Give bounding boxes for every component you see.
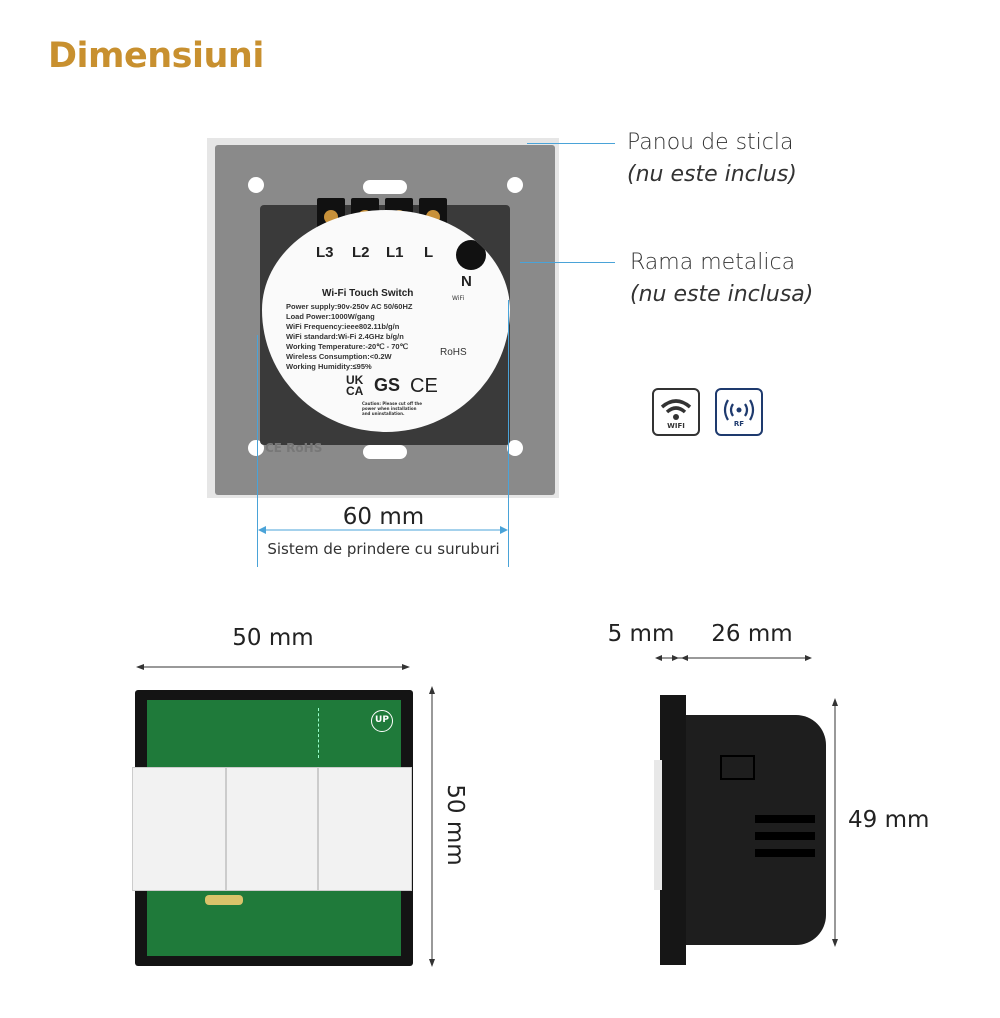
metal-frame-note: (nu este inclusa): [630, 282, 814, 307]
front-width-label: 50 mm: [232, 625, 314, 651]
caution-text: Caution: Please cut off the power when i…: [362, 401, 422, 416]
neutral-label: N: [461, 273, 472, 290]
wifi-badge: WIFI: [652, 388, 700, 436]
spec-line: Load Power:1000W/gang: [286, 312, 375, 321]
tape-strip: [226, 767, 318, 891]
ce-mark: CE: [410, 375, 438, 397]
screw-note: Sistem de prindere cu suruburi: [267, 540, 500, 558]
pcb-up-marking: UP: [371, 710, 393, 732]
spec-line: Power supply:90v-250v AC 50/60HZ: [286, 302, 413, 311]
tape-strip: [318, 767, 412, 891]
module-label: L3 L2 L1 L N Wi-Fi Touch Switch Power su…: [262, 210, 510, 432]
wifi-mark: WiFi: [452, 295, 465, 302]
frame-marks: CE RoHS: [265, 441, 323, 455]
spec-line: Wireless Consumption:<0.2W: [286, 352, 392, 361]
page-title: Dimensiuni: [48, 36, 264, 76]
tape-strip: [132, 767, 226, 891]
spec-line: Working Humidity:≤95%: [286, 362, 372, 371]
wifi-icon: [660, 399, 692, 420]
side-height-arrow: [832, 698, 838, 947]
rohs-mark: RoHS: [440, 347, 467, 358]
rf-badge: RF: [715, 388, 763, 436]
side-body: [686, 715, 826, 945]
front-depth-label: 5 mm: [607, 621, 675, 647]
side-module: [660, 695, 686, 965]
glass-panel-label: Panou de sticla: [627, 130, 794, 155]
screw-spacing-label: 60 mm: [342, 504, 425, 530]
front-height-arrow: [429, 686, 435, 967]
gs-mark: GS: [374, 375, 401, 395]
depth-arrows: [655, 655, 812, 661]
spec-line: Working Temperature:-20℃ - 70℃: [286, 342, 409, 351]
screw-hole: [507, 440, 523, 456]
terminal-label: L1: [386, 244, 404, 261]
screw-hole: [248, 440, 264, 456]
terminal-label: L2: [352, 244, 370, 261]
spec-line: WiFi standard:Wi-Fi 2.4GHz b/g/n: [286, 332, 404, 341]
product-name: Wi-Fi Touch Switch: [322, 288, 414, 299]
terminal-label: L3: [316, 244, 334, 261]
screw-hole: [507, 177, 523, 193]
front-height-label: 50 mm: [442, 784, 468, 866]
wifi-badge-label: WIFI: [667, 422, 685, 430]
screw-spacing-arrow: [258, 526, 508, 534]
metal-frame-label: Rama metalica: [630, 250, 796, 275]
glass-panel-note: (nu este inclus): [627, 162, 797, 187]
spec-line: WiFi Frequency:ieee802.11b/g/n: [286, 322, 400, 331]
side-height-label: 49 mm: [848, 807, 930, 833]
rf-badge-label: RF: [733, 420, 745, 428]
rf-icon: [723, 399, 755, 421]
terminal-label: L: [424, 244, 434, 261]
back-depth-label: 26 mm: [711, 621, 793, 647]
front-width-arrow: [136, 664, 410, 670]
screw-hole: [248, 177, 264, 193]
